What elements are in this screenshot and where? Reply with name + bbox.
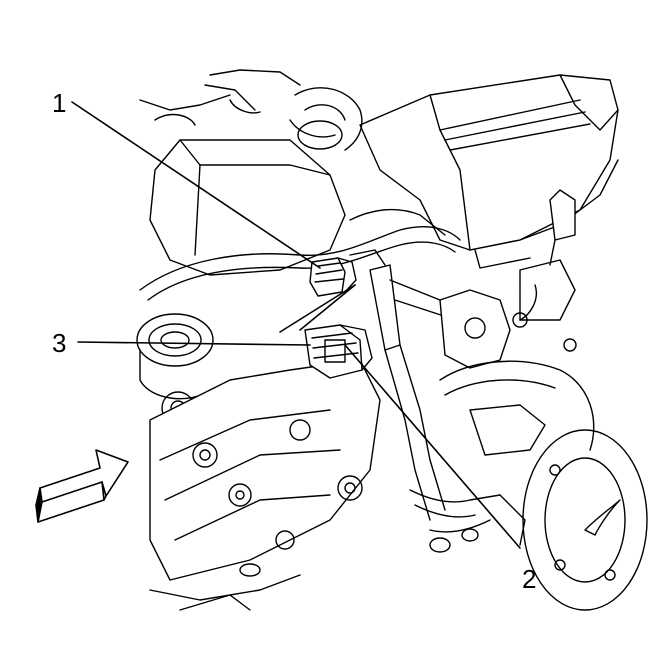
engine-block: [150, 360, 380, 610]
callout-label-3: 3: [52, 328, 67, 358]
leader-line-2b: [280, 285, 355, 332]
callout-label-2: 2: [522, 564, 537, 594]
leader-line-1: [72, 102, 320, 268]
leader-line-2c: [300, 285, 355, 330]
upper-hoses: [140, 70, 362, 150]
right-components: [440, 190, 594, 455]
lower-right-pulley: [523, 430, 647, 610]
reservoir: [150, 140, 345, 275]
leader-line-3: [78, 342, 310, 345]
connector-1: [310, 258, 356, 296]
connector-3: [305, 325, 372, 378]
leader-line-2a: [345, 345, 520, 548]
engine-cover: [360, 75, 618, 268]
lower-wiring: [410, 490, 525, 552]
view-direction-arrow-icon: [36, 450, 128, 522]
callout-label-1: 1: [52, 88, 67, 118]
leader-lines: [72, 102, 520, 548]
